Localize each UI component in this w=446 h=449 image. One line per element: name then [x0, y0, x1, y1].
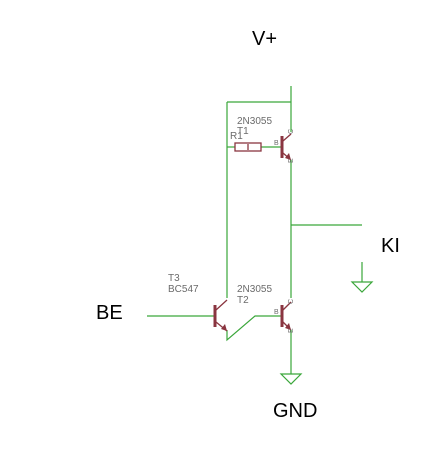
ground-symbol-gnd: [279, 373, 303, 385]
t3-ref-label: T3: [168, 273, 180, 284]
ki-ground-icon: [350, 281, 374, 293]
t2-ref-label: T2: [237, 295, 249, 306]
t2-emitter-arrow-icon: [285, 323, 291, 330]
wires: [147, 86, 363, 374]
gnd-label: GND: [273, 400, 317, 422]
t1-collector-lead: [282, 133, 292, 142]
resistor-r1: R1: [230, 131, 262, 152]
vplus-label: V+: [252, 28, 277, 50]
transistor-t2: 2N3055 T2 B C E: [237, 284, 295, 333]
t1-ref-label: T1: [237, 126, 249, 137]
t1-pin-c: C: [288, 129, 295, 134]
wire-t3-emitter-to-t2-base: [226, 315, 281, 342]
t2-pin-e: E: [288, 328, 295, 333]
ki-label: KI: [381, 235, 400, 257]
t1-model-label: 2N3055: [237, 116, 272, 127]
transistor-t3: T3 BC547: [168, 273, 228, 332]
t1-pin-b: B: [274, 140, 279, 147]
t3-emitter-arrow-icon: [221, 324, 227, 331]
t2-pin-b: B: [274, 309, 279, 316]
ground-symbol-ki: [350, 281, 374, 293]
r1-body: [234, 142, 262, 152]
t2-collector-lead: [282, 301, 292, 311]
t2-model-label: 2N3055: [237, 284, 272, 295]
t3-collector-lead: [215, 299, 228, 311]
r1-ref-label: R1: [230, 131, 243, 142]
transistor-t1: 2N3055 T1 B C E: [237, 116, 295, 163]
t1-emitter-arrow-icon: [285, 153, 291, 160]
be-label: BE: [96, 302, 123, 324]
t3-model-label: BC547: [168, 284, 199, 295]
gnd-ground-icon: [279, 373, 303, 385]
t2-pin-c: C: [288, 299, 295, 304]
t1-pin-e: E: [288, 158, 295, 163]
